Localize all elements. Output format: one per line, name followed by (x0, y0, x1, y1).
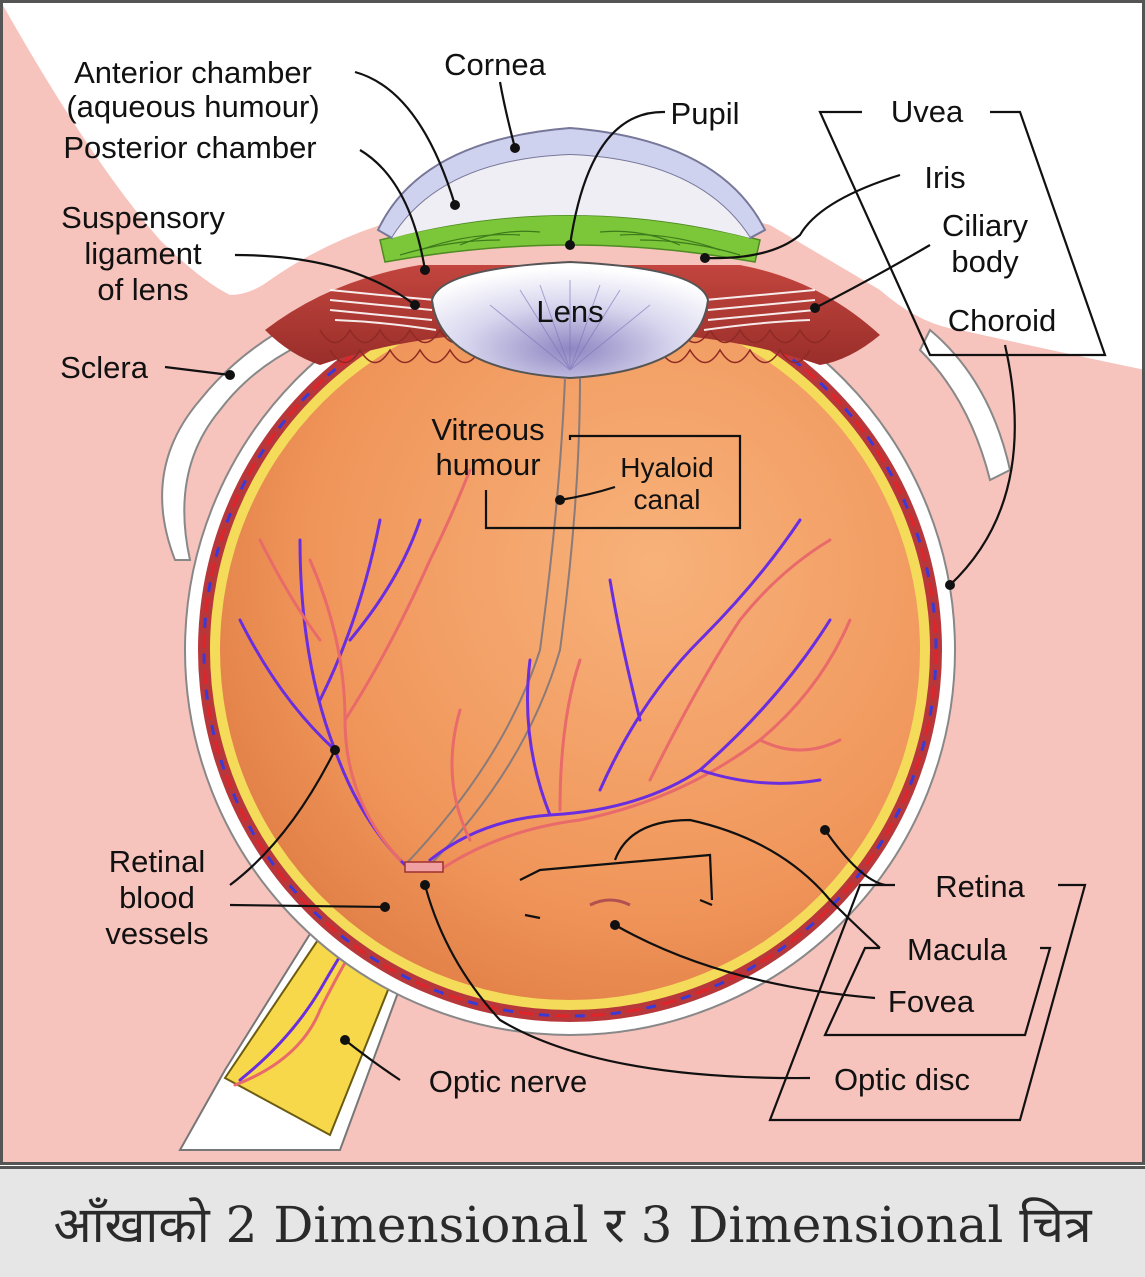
choroid-vessels-red (202, 282, 938, 1018)
label-uvea: Uvea (891, 94, 964, 129)
label-fovea: Fovea (888, 984, 975, 1019)
label-choroid: Choroid (948, 303, 1057, 338)
label-vessels: vessels (105, 916, 208, 951)
retinal-blood-vessels (238, 468, 852, 872)
label-suspensory: Suspensory (61, 200, 225, 235)
label-aqueous-humour: (aqueous humour) (66, 89, 319, 124)
label-macula: Macula (907, 932, 1008, 967)
label-optic-disc: Optic disc (834, 1062, 970, 1097)
leader-lines (164, 70, 1107, 1122)
anterior-chamber (392, 155, 750, 238)
label-ciliary: Ciliary (942, 208, 1029, 243)
eye-cross-section-diagram: Anterior chamber (aqueous humour) Poster… (0, 0, 1145, 1165)
label-body: body (951, 244, 1019, 279)
optic-disc (404, 861, 444, 873)
caption-bar: आँखाको 2 Dimensional र 3 Dimensional चित… (0, 1166, 1145, 1277)
label-sclera: Sclera (60, 350, 149, 385)
label-ligament: ligament (84, 236, 202, 271)
label-lens: Lens (536, 294, 603, 329)
lens-fibers (489, 280, 651, 371)
label-canal: canal (634, 484, 701, 515)
label-retinal: Retinal (109, 844, 206, 879)
label-anterior-chamber: Anterior chamber (74, 55, 312, 90)
label-of-lens: of lens (97, 272, 188, 307)
label-vitreous: Vitreous (431, 412, 544, 447)
suspensory-ligaments (329, 289, 816, 331)
label-hyaloid: Hyaloid (620, 452, 713, 483)
vitreous-body (220, 300, 920, 1000)
label-cornea: Cornea (444, 47, 546, 82)
label-pupil: Pupil (671, 96, 740, 131)
caption-text: आँखाको 2 Dimensional र 3 Dimensional चित… (53, 1196, 1092, 1254)
sclera-fold-right (918, 328, 1012, 482)
iris-striations (399, 230, 741, 256)
diagram-border (0, 0, 1145, 1165)
macula-fovea (589, 898, 631, 907)
label-optic-nerve: Optic nerve (429, 1064, 588, 1099)
label-posterior-chamber: Posterior chamber (63, 130, 316, 165)
label-iris: Iris (924, 160, 965, 195)
hyaloid-canal (404, 377, 581, 871)
label-retina: Retina (935, 869, 1025, 904)
label-humour: humour (435, 447, 540, 482)
label-blood: blood (119, 880, 195, 915)
